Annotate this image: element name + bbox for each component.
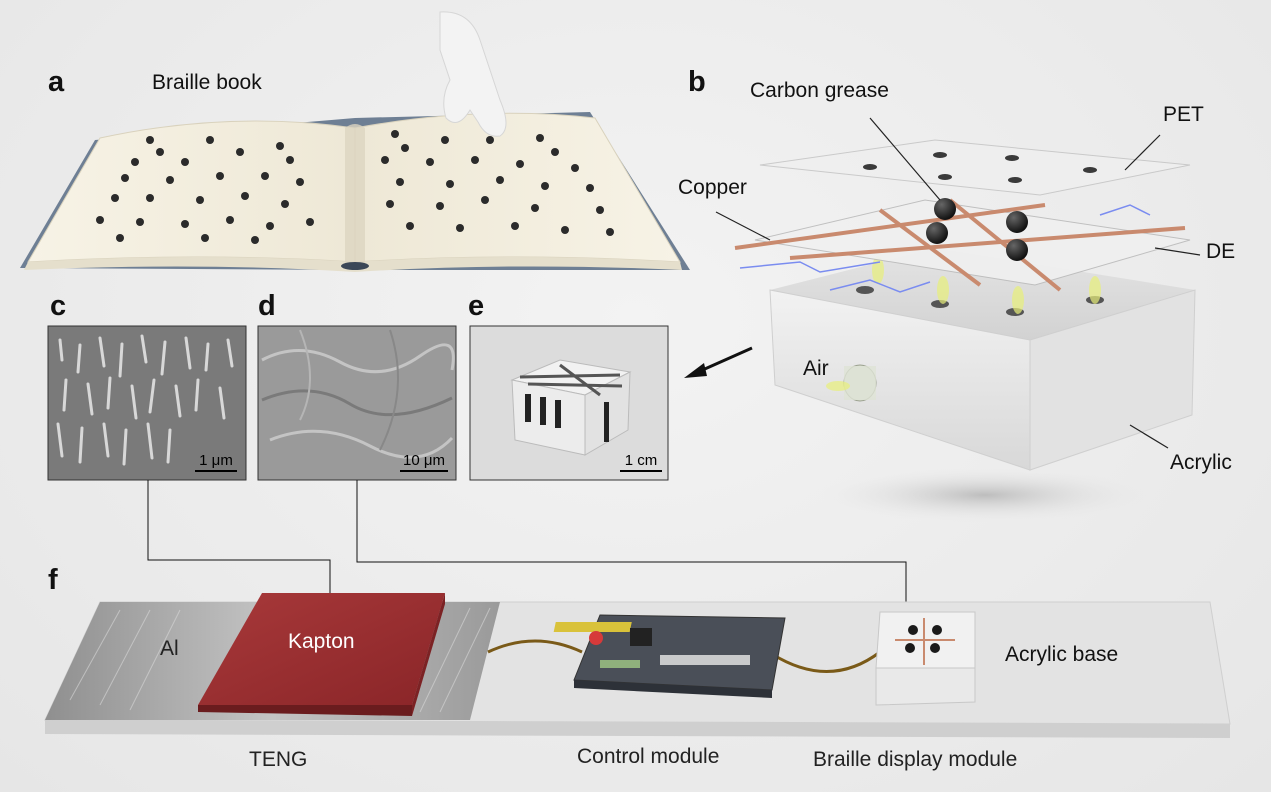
panel-label-a: a [48, 66, 65, 98]
photo-braille-cell [469, 325, 669, 481]
panel-label-c: c [50, 290, 67, 322]
sem-image-de [257, 325, 457, 481]
panel-label-d: d [258, 290, 276, 322]
connector-d-to-display [356, 480, 907, 613]
panel-label-b: b [688, 66, 706, 98]
arrow-to-photo [697, 346, 753, 374]
scale-label-c: 1 μm [199, 452, 233, 469]
sem-image-kapton [47, 325, 247, 481]
braille-book [20, 11, 690, 272]
label-braille-book: Braille book [152, 71, 262, 94]
label-de: DE [1206, 240, 1236, 263]
scale-bar-d: 10 μm [400, 452, 448, 472]
connector-c-to-kapton [147, 480, 331, 607]
system-assembly [44, 593, 1231, 738]
label-acrylic: Acrylic [1170, 451, 1232, 474]
label-teng: TENG [249, 748, 308, 771]
scale-label-e: 1 cm [624, 452, 658, 469]
panel-label-e: e [468, 290, 485, 322]
label-al: Al [160, 637, 179, 660]
label-pet: PET [1163, 103, 1204, 126]
label-carbon-grease: Carbon grease [750, 79, 889, 102]
scale-bar-c: 1 μm [195, 452, 237, 472]
panel-label-f: f [48, 564, 58, 596]
label-control-module: Control module [577, 745, 720, 768]
scale-bar-e: 1 cm [620, 452, 662, 472]
braille-cell-device [715, 117, 1201, 523]
label-acrylic-base: Acrylic base [1005, 643, 1119, 666]
label-air: Air [803, 357, 829, 380]
scale-label-d: 10 μm [403, 452, 445, 469]
label-braille-display-module: Braille display module [813, 748, 1018, 771]
label-copper: Copper [678, 176, 747, 199]
label-kapton: Kapton [288, 630, 355, 653]
